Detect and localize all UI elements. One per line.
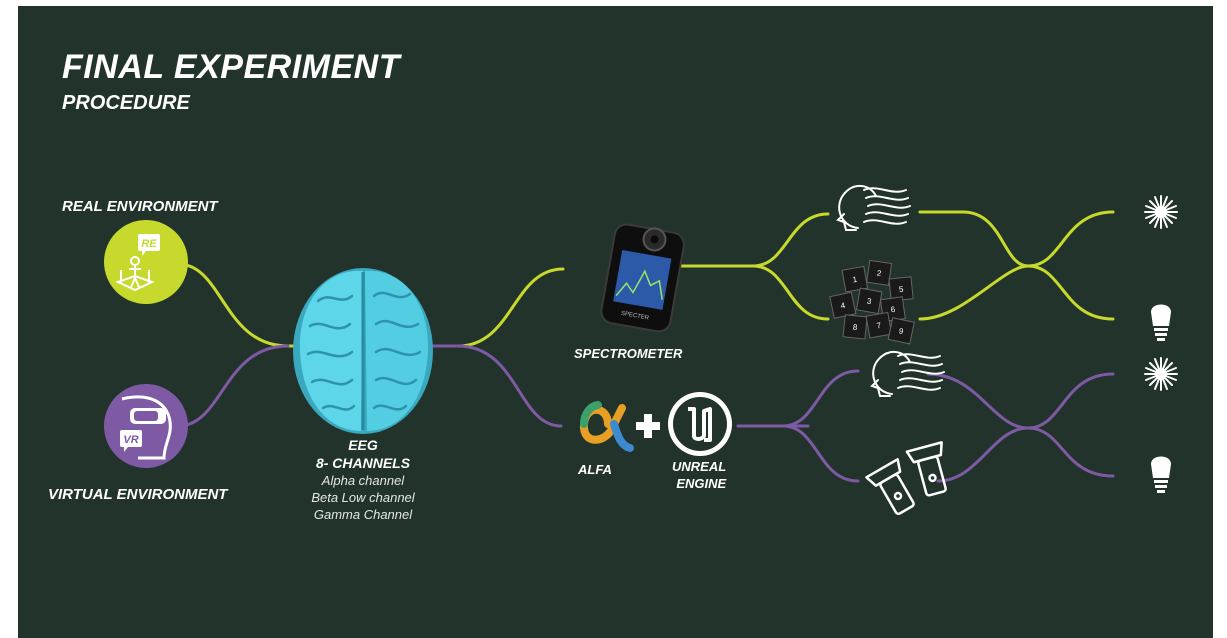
- card-label: 2: [876, 269, 882, 279]
- virtual-to-burst: [1026, 372, 1115, 430]
- vr-badge-text: VR: [123, 434, 138, 446]
- unreal-logo-icon: [668, 392, 732, 456]
- eeg-to-virtual-path: [456, 344, 563, 428]
- head-waves-icon: [870, 351, 945, 397]
- virtual-environment-label: VIRTUAL ENVIRONMENT: [48, 486, 228, 503]
- real-mid-top: [918, 210, 1030, 268]
- page-subtitle: PROCEDURE: [62, 92, 190, 114]
- vr-headset-icon: VR: [104, 384, 188, 468]
- re-badge-text: RE: [141, 238, 157, 250]
- alfa-logo-icon: [579, 401, 634, 452]
- card-label: 8: [852, 323, 858, 332]
- eeg-channel-alpha: Alpha channel: [321, 473, 405, 488]
- re-badge-icon: RE: [104, 220, 188, 304]
- page-title: FINAL EXPERIMENT: [62, 48, 400, 86]
- eeg-channel-gamma: Gamma Channel: [313, 507, 413, 522]
- card-label: 7: [876, 321, 882, 331]
- brain-icon: [293, 268, 433, 434]
- card-label: 1: [852, 275, 858, 285]
- bulb-icon: [1151, 304, 1171, 341]
- procedure-diagram: RE VR: [104, 185, 1178, 516]
- spectro-branch-bottom: [751, 264, 830, 321]
- unreal-engine-label: UNREAL ENGINE: [672, 459, 727, 491]
- virtual-mid-top: [926, 372, 1030, 430]
- real-environment-label: REAL ENVIRONMENT: [62, 198, 218, 215]
- eeg-description: EEG 8- CHANNELS Alpha channel Beta Low c…: [278, 436, 448, 523]
- burst-light-icon: [1144, 195, 1178, 229]
- burst-light-icon: [1144, 357, 1178, 391]
- engine-branch-bottom: [781, 424, 860, 483]
- real-mid-bottom: [918, 264, 1030, 321]
- card-label: 6: [890, 305, 896, 315]
- virtual-mid-bottom: [936, 426, 1030, 483]
- head-waves-icon: [836, 185, 911, 231]
- spectrometer-brand: SPECTER: [620, 311, 650, 322]
- number-cards-icon: 1 2 5 4 3 6 8 7 9: [829, 259, 915, 345]
- real-path-in: [176, 262, 305, 348]
- card-label: 4: [840, 301, 847, 311]
- alfa-label: ALFA: [578, 462, 612, 477]
- card-label: 9: [898, 326, 905, 336]
- spectrometer-icon: SPECTER: [600, 223, 685, 333]
- card-label: 3: [866, 297, 872, 307]
- slide: RE VR: [18, 6, 1213, 638]
- spectrometer-label: SPECTROMETER: [574, 346, 683, 361]
- eeg-channel-beta-low: Beta Low channel: [311, 490, 415, 505]
- card-label: 5: [898, 285, 904, 294]
- eeg-heading: EEG: [348, 437, 378, 453]
- real-to-burst: [1026, 210, 1115, 268]
- eeg-to-real-path: [456, 267, 565, 348]
- virtual-path-in: [176, 344, 290, 428]
- flashlights-icon: [865, 441, 947, 516]
- real-to-bulb: [1026, 264, 1115, 321]
- bulb-icon: [1151, 456, 1171, 493]
- engine-branch-top: [781, 369, 860, 428]
- virtual-to-bulb: [1026, 426, 1115, 478]
- eeg-channels-heading: 8- CHANNELS: [315, 455, 411, 471]
- plus-icon: [636, 414, 660, 438]
- spectro-branch-top: [751, 212, 830, 268]
